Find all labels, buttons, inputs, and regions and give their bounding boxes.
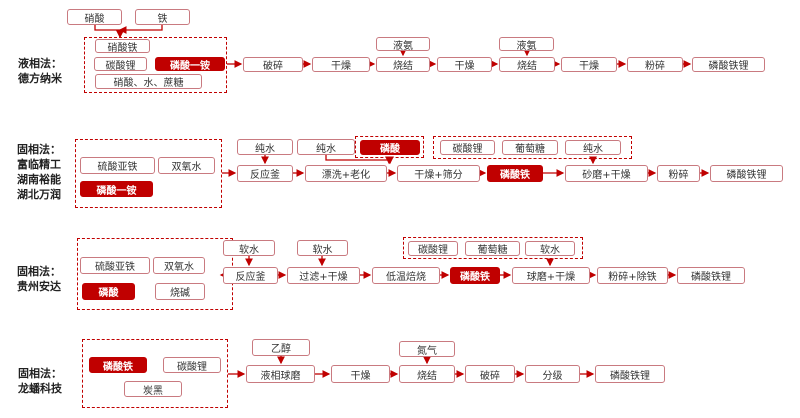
step: 破碎 <box>465 365 515 383</box>
step: 过滤+干燥 <box>287 267 360 284</box>
additive: 乙醇 <box>252 339 310 356</box>
additive: 纯水 <box>297 139 355 155</box>
step: 干燥 <box>312 57 370 72</box>
additive: 液氨 <box>376 37 430 52</box>
material: 硫酸亚铁 <box>80 157 155 174</box>
additive: 碳酸锂 <box>408 241 458 256</box>
row1-method-label: 液相法： 德方纳米 <box>18 56 62 86</box>
lithium-source-group <box>433 136 632 159</box>
input-iron: 铁 <box>135 9 190 25</box>
step: 分级 <box>525 365 580 383</box>
step: 反应釜 <box>237 165 293 182</box>
product: 磷酸铁锂 <box>692 57 765 72</box>
method: 固相法： <box>17 143 61 156</box>
material-highlight: 磷酸一铵 <box>80 181 153 197</box>
material-highlight: 磷酸铁 <box>89 357 147 373</box>
step: 球磨+干燥 <box>512 267 590 284</box>
row2-method-label: 固相法： 富临精工湖南裕能湖北万润 <box>17 142 61 202</box>
material: 炭黑 <box>124 381 182 397</box>
material: 双氧水 <box>153 257 205 274</box>
step: 干燥+筛分 <box>397 165 480 182</box>
material: 硫酸亚铁 <box>80 257 150 274</box>
additive: 软水 <box>223 240 275 256</box>
step: 烧结 <box>376 57 430 72</box>
materials-group <box>82 339 228 408</box>
additive: 软水 <box>525 241 575 256</box>
method: 固相法： <box>17 265 61 278</box>
material-highlight: 磷酸 <box>82 283 135 300</box>
step: 液相球磨 <box>246 365 315 383</box>
additive: 纯水 <box>565 140 621 155</box>
step: 烧结 <box>399 365 455 383</box>
material: 硝酸铁 <box>95 39 150 54</box>
row3-method-label: 固相法： 贵州安达 <box>17 264 61 294</box>
company: 湖南裕能 <box>17 173 61 186</box>
product: 磷酸铁锂 <box>677 267 745 284</box>
additive-highlight: 磷酸 <box>360 140 420 155</box>
material: 碳酸锂 <box>94 57 147 72</box>
company: 德方纳米 <box>18 72 62 85</box>
step: 反应釜 <box>223 267 278 284</box>
product: 磷酸铁锂 <box>595 365 665 383</box>
materials-group <box>84 37 227 93</box>
additive-group <box>355 136 424 158</box>
step: 干燥 <box>561 57 617 72</box>
material: 烧碱 <box>155 283 205 300</box>
step: 烧结 <box>499 57 555 72</box>
company: 湖北万润 <box>17 188 61 201</box>
step: 粉碎 <box>657 165 700 182</box>
material: 硝酸、水、蔗糖 <box>95 74 202 89</box>
additive: 氮气 <box>399 341 455 357</box>
method: 液相法： <box>18 57 62 70</box>
material: 双氧水 <box>158 157 215 174</box>
company: 龙蟠科技 <box>18 382 62 395</box>
product: 磷酸铁锂 <box>710 165 783 182</box>
additive: 葡萄糖 <box>502 140 558 155</box>
step: 破碎 <box>243 57 303 72</box>
input-nitric-acid: 硝酸 <box>67 9 122 25</box>
additive: 纯水 <box>237 139 293 155</box>
step: 低温焙烧 <box>372 267 440 284</box>
step: 砂磨+干燥 <box>565 165 648 182</box>
step: 漂洗+老化 <box>305 165 387 182</box>
additive: 葡萄糖 <box>465 241 520 256</box>
step: 干燥 <box>437 57 492 72</box>
method: 固相法： <box>18 367 62 380</box>
step-highlight: 磷酸铁 <box>450 267 500 284</box>
material: 碳酸锂 <box>163 357 221 373</box>
step: 粉碎 <box>627 57 683 72</box>
lithium-source-group <box>403 237 583 259</box>
additive: 液氨 <box>499 37 554 52</box>
step: 干燥 <box>331 365 390 383</box>
material-highlight: 磷酸一铵 <box>155 57 225 72</box>
additive: 软水 <box>297 240 348 256</box>
company: 贵州安达 <box>17 280 61 293</box>
company: 富临精工 <box>17 158 61 171</box>
row4-method-label: 固相法： 龙蟠科技 <box>18 366 62 396</box>
additive: 碳酸锂 <box>440 140 495 155</box>
step: 粉碎+除铁 <box>597 267 668 284</box>
materials-group <box>75 139 222 208</box>
step-highlight: 磷酸铁 <box>487 165 543 182</box>
